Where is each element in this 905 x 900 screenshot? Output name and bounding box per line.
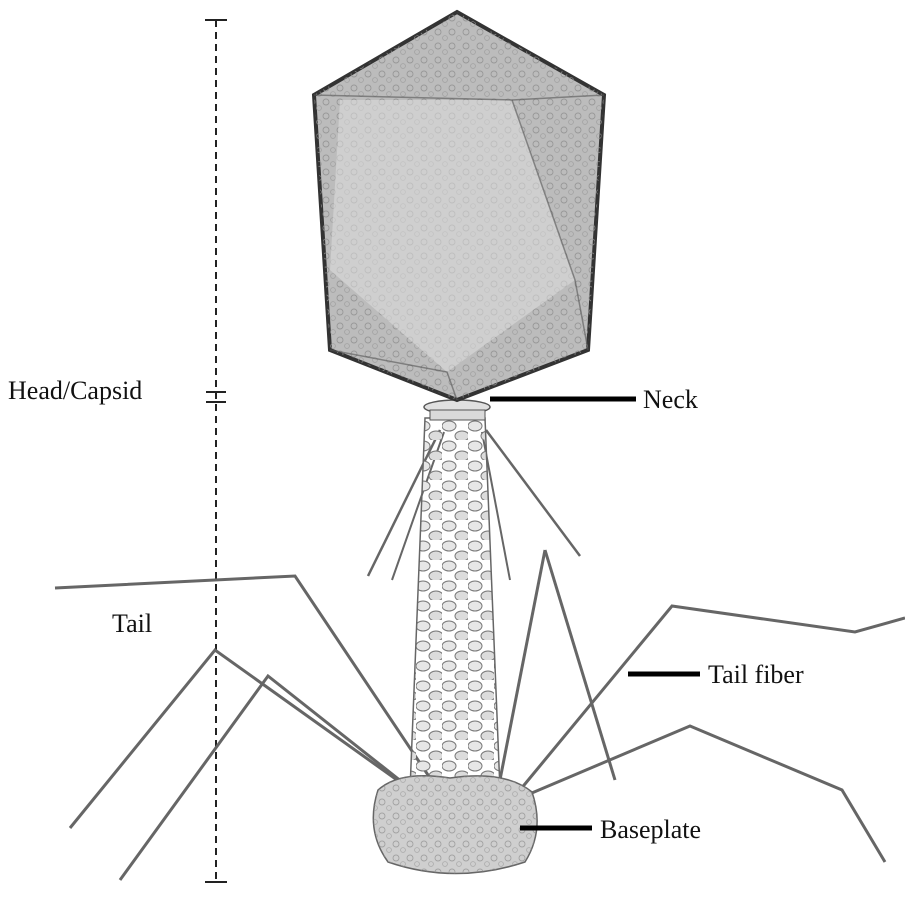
label-baseplate: Baseplate <box>600 817 701 843</box>
label-neck: Neck <box>643 387 698 413</box>
neck-collar <box>424 400 490 420</box>
label-tail: Tail <box>112 611 152 637</box>
tail-sheath <box>410 418 500 790</box>
capsid-head <box>314 12 604 400</box>
label-head-capsid: Head/Capsid <box>8 378 142 404</box>
label-tail-fiber: Tail fiber <box>708 662 804 688</box>
baseplate-shape <box>373 776 537 874</box>
dimension-bar <box>205 20 227 882</box>
leader-lines <box>490 399 700 828</box>
